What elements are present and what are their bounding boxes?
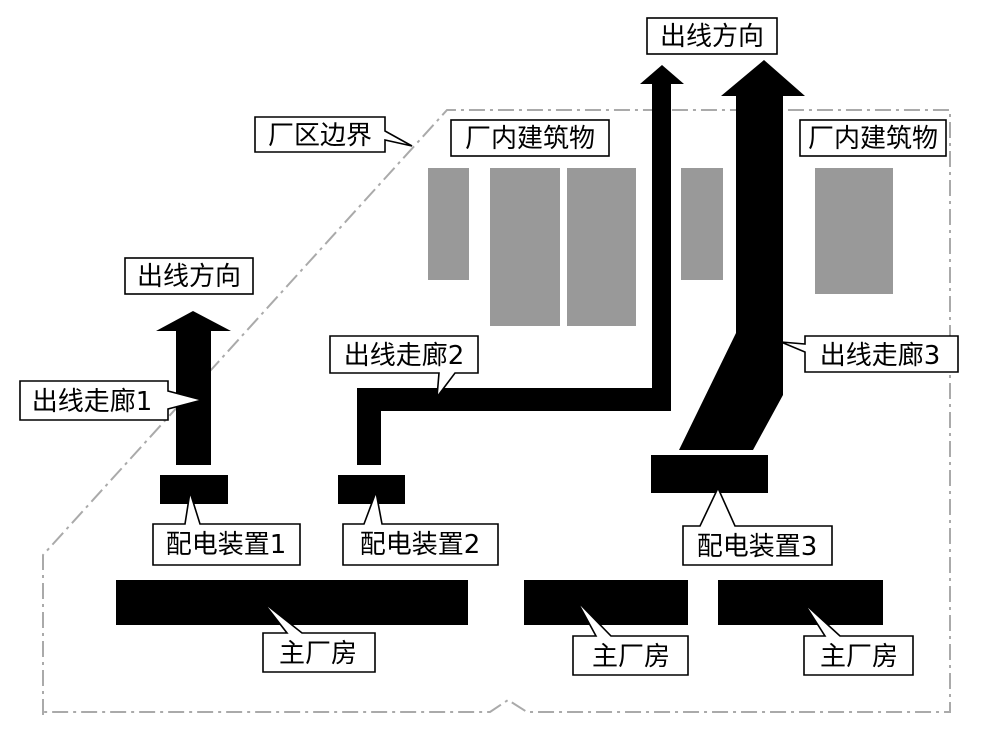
switchgear-2-label: 配电装置2 (360, 530, 481, 560)
inner-buildings (428, 168, 893, 326)
inner-building-left-label: 厂内建筑物 (465, 124, 595, 154)
main-building-1-label: 主厂房 (279, 639, 357, 669)
main-building-2-label: 主厂房 (592, 642, 670, 672)
main-building-2-block (524, 580, 688, 625)
callout-switchgear-1: 配电装置1 (152, 491, 301, 566)
callout-main-building-2: 主厂房 (572, 600, 689, 676)
inner-building-right-label: 厂内建筑物 (808, 124, 938, 154)
main-building-3-label: 主厂房 (820, 642, 898, 672)
callout-main-building-1: 主厂房 (262, 601, 376, 673)
outlet-direction-top-label: 出线方向 (660, 22, 764, 52)
plant-boundary-label: 厂区边界 (268, 121, 372, 151)
inner-building-5 (815, 168, 893, 294)
corridor-3-label: 出线走廊3 (820, 341, 941, 371)
switchgear-1-label: 配电装置1 (166, 530, 287, 560)
corridor-1-label: 出线走廊1 (32, 387, 153, 417)
outlet-direction-left-label: 出线方向 (137, 262, 241, 292)
callout-corridor-2: 出线走廊2 (329, 335, 479, 400)
main-building-1-block (116, 580, 468, 625)
corridor-1-arrow (156, 311, 231, 465)
switchgear-2-block (338, 475, 405, 504)
corridor-3-arrow (679, 60, 805, 450)
callout-inner-building-left: 厂内建筑物 (450, 119, 610, 157)
switchgear-3-block (651, 455, 768, 493)
inner-building-2 (490, 168, 560, 326)
callout-corridor-3: 出线走廊3 (780, 335, 959, 373)
callout-plant-boundary: 厂区边界 (254, 116, 413, 153)
switchgear-1-block (160, 475, 228, 504)
inner-building-3 (567, 168, 636, 326)
callout-switchgear-3: 配电装置3 (682, 486, 833, 566)
callout-corridor-1: 出线走廊1 (19, 380, 206, 421)
callout-outlet-direction-left: 出线方向 (124, 257, 254, 295)
callout-inner-building-right: 厂内建筑物 (799, 119, 947, 157)
callout-main-building-3: 主厂房 (803, 602, 914, 676)
main-building-3-block (718, 580, 883, 625)
inner-building-1 (428, 168, 469, 280)
switchgear-3-label: 配电装置3 (697, 532, 818, 562)
inner-building-4 (681, 168, 723, 280)
callout-switchgear-2: 配电装置2 (342, 489, 499, 566)
corridor-2-label: 出线走廊2 (344, 341, 465, 371)
callout-outlet-direction-top: 出线方向 (646, 17, 778, 55)
